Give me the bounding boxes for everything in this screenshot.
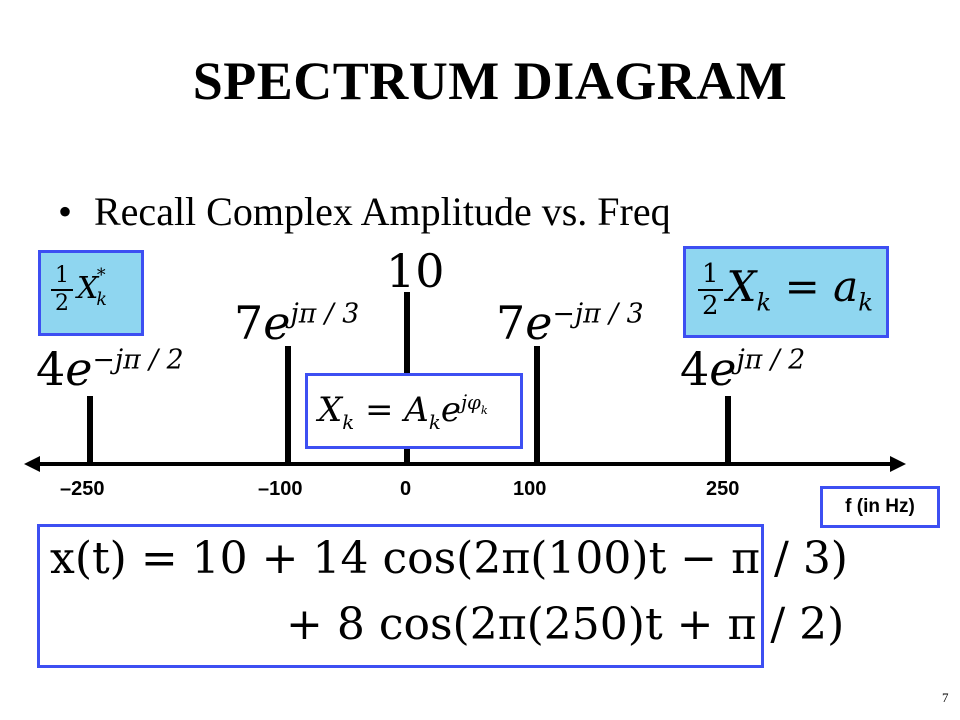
equation-box: x(t) = 10 + 14 cos(2π(100)t − π / 3) + 8… [37, 524, 848, 668]
conjugate-star: * [96, 266, 106, 286]
slide-title: SPECTRUM DIAGRAM [192, 51, 788, 111]
phasor-base: e [440, 390, 461, 430]
phasor-definition-box: Xk = Akejφk [305, 373, 523, 449]
half-xk-equals: = [784, 262, 820, 311]
half-xk-lhs-var: X [726, 262, 757, 311]
phasor-equals: = [364, 390, 394, 430]
freq-tick-250: 250 [706, 478, 740, 500]
freq-tick-0: 0 [400, 478, 412, 500]
amplitude-label-0: 10 [386, 244, 445, 298]
phasor-amp-sub: k [428, 410, 441, 434]
phasor-amp-var: A [404, 390, 429, 430]
amp-coef: 4 [36, 342, 66, 396]
amp-exp: jπ / 3 [290, 298, 360, 330]
axis-label: f (in Hz) [845, 496, 915, 517]
half-xk-rhs-var: a [833, 262, 859, 311]
phasor-lhs-sub: k [342, 410, 355, 434]
amp-coef: 10 [386, 244, 445, 298]
amp-base: e [709, 342, 737, 396]
equation-line-1: x(t) = 10 + 14 cos(2π(100)t − π / 3) [50, 533, 848, 584]
axis-right-arrow-icon [890, 456, 906, 472]
freq-tick-neg250: –250 [60, 478, 105, 500]
phasor-exp: jφ [460, 390, 481, 414]
bullet-text: Recall Complex Amplitude vs. Freq [94, 189, 671, 234]
phasor-exp-sub: k [480, 402, 488, 417]
conjugate-sub: k [96, 290, 107, 310]
amplitude-label-neg250: 4e−jπ / 2 [36, 342, 184, 396]
amplitude-label-neg100: 7ejπ / 3 [234, 296, 359, 350]
amp-coef: 7 [496, 296, 526, 350]
half-xk-rhs-sub: k [858, 287, 873, 317]
equation-line-2: + 8 cos(2π(250)t + π / 2) [286, 599, 845, 650]
phasor-formula: Xk = Akejφk [318, 390, 488, 434]
page-number: 7 [942, 690, 949, 705]
half-xk-lhs-sub: k [756, 287, 772, 317]
freq-tick-100: 100 [513, 478, 547, 500]
amplitude-label-100: 7e−jπ / 3 [496, 296, 644, 350]
amplitude-label-250: 4ejπ / 2 [680, 342, 805, 396]
axis-label-box: f (in Hz) [820, 486, 940, 528]
amp-exp: −jπ / 3 [552, 298, 644, 330]
amp-base: e [65, 342, 93, 396]
bullet-dot-icon: • [58, 189, 73, 234]
bullet-item: • Recall Complex Amplitude vs. Freq [58, 188, 671, 235]
amp-base: e [263, 296, 291, 350]
conjugate-var: X [77, 271, 99, 306]
amp-exp: jπ / 2 [736, 344, 806, 376]
freq-tick-neg100: –100 [258, 478, 303, 500]
phasor-lhs-var: X [318, 390, 343, 430]
amp-coef: 7 [234, 296, 264, 350]
amp-exp: −jπ / 2 [92, 344, 184, 376]
amp-coef: 4 [680, 342, 710, 396]
amp-base: e [525, 296, 553, 350]
frequency-axis [24, 456, 906, 472]
axis-left-arrow-icon [24, 456, 40, 472]
